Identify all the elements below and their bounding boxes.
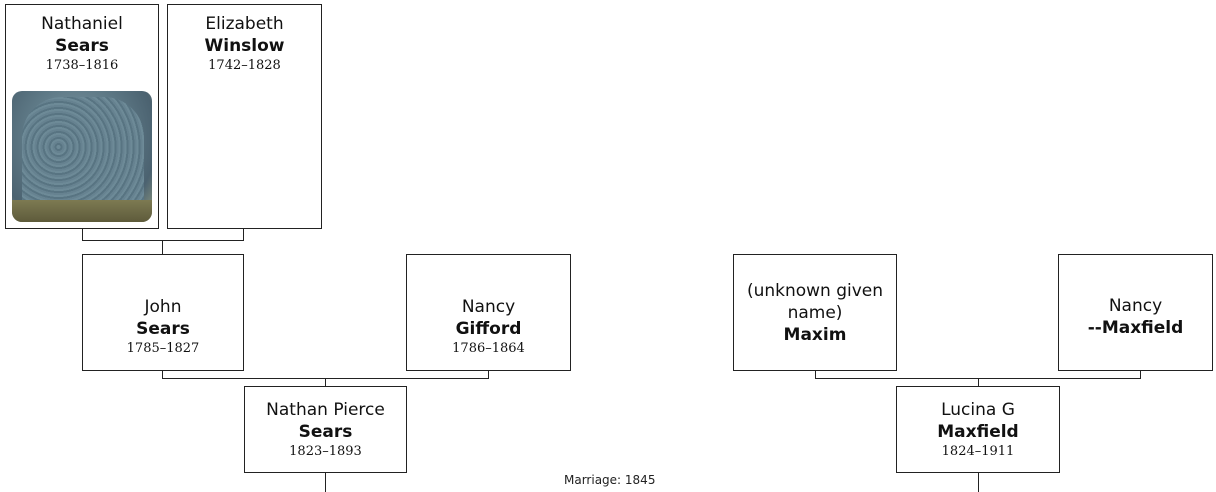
person-card-john-sears[interactable]: John Sears 1785–1827: [82, 254, 244, 371]
person-given-name: John: [144, 297, 182, 317]
marriage-label: Marriage: 1845: [564, 473, 656, 487]
person-given-name: Nathaniel: [41, 14, 123, 34]
connector-line: [243, 228, 244, 240]
person-card-nathan-pierce-sears[interactable]: Nathan Pierce Sears 1823–1893: [244, 386, 407, 473]
person-card-nathaniel-sears[interactable]: Nathaniel Sears 1738–1816: [5, 4, 159, 229]
person-given-name: (unknown given name): [746, 280, 884, 323]
connector-line: [1140, 370, 1141, 378]
person-surname: Sears: [136, 319, 190, 339]
person-dates: 1742–1828: [208, 58, 281, 73]
person-surname: Sears: [55, 36, 109, 56]
person-dates: 1786–1864: [452, 341, 525, 356]
connector-line: [325, 472, 326, 492]
person-surname: Maxfield: [937, 422, 1019, 442]
person-dates: 1824–1911: [941, 444, 1015, 459]
person-card-unknown-maxim[interactable]: (unknown given name) Maxim: [733, 254, 897, 371]
person-surname: Maxim: [783, 324, 847, 345]
person-card-elizabeth-winslow[interactable]: Elizabeth Winslow 1742–1828: [167, 4, 322, 229]
person-dates: 1785–1827: [126, 341, 200, 356]
ground-image: [12, 200, 152, 222]
connector-line: [82, 228, 83, 240]
person-dates: 1738–1816: [45, 58, 119, 73]
connector-line: [978, 378, 979, 386]
connector-line: [162, 240, 163, 254]
person-surname: Gifford: [455, 319, 522, 339]
person-surname: Sears: [298, 422, 353, 442]
person-surname: Winslow: [204, 36, 285, 56]
connector-line: [162, 370, 163, 378]
connector-line: [325, 378, 326, 386]
gravestone-photo[interactable]: [12, 91, 152, 222]
person-given-name: Nathan Pierce: [266, 400, 385, 420]
person-card-nancy-maxfield[interactable]: Nancy --Maxfield: [1058, 254, 1213, 371]
person-given-name: Nancy: [1108, 295, 1163, 316]
connector-line: [82, 240, 244, 241]
connector-line: [488, 370, 489, 378]
person-dates: 1823–1893: [289, 444, 362, 459]
person-surname: --Maxfield: [1087, 317, 1184, 338]
connector-line: [815, 370, 816, 378]
person-given-name: Lucina G: [941, 400, 1015, 420]
connector-line: [978, 472, 979, 492]
person-given-name: Nancy: [461, 297, 516, 317]
person-given-name: Elizabeth: [205, 14, 284, 34]
person-card-nancy-gifford[interactable]: Nancy Gifford 1786–1864: [406, 254, 571, 371]
person-card-lucina-g-maxfield[interactable]: Lucina G Maxfield 1824–1911: [896, 386, 1060, 473]
